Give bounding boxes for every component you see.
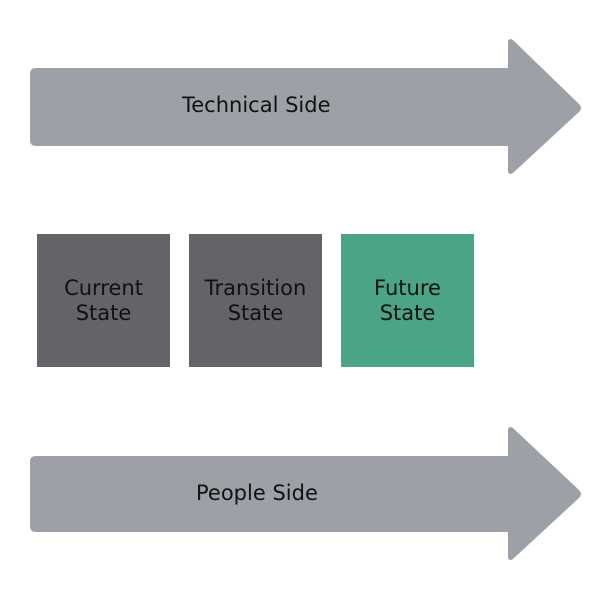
transition-state-line1: Transition	[204, 275, 307, 300]
future-state-line2: State	[379, 300, 436, 325]
transition-state-line2: State	[227, 300, 284, 325]
current-state-line2: State	[75, 300, 132, 325]
future-state-line1: Future	[374, 275, 441, 300]
technical-side-arrow-shape	[30, 39, 581, 174]
people-side-label: People Side	[196, 481, 318, 505]
technical-side-arrow: Technical Side	[0, 38, 601, 188]
transition-state-box: Transition State	[189, 234, 322, 367]
current-state-line1: Current	[64, 275, 143, 300]
people-side-arrow: People Side	[0, 424, 601, 574]
future-state-box: Future State	[341, 234, 474, 367]
current-state-box: Current State	[37, 234, 170, 367]
technical-side-label: Technical Side	[182, 93, 331, 117]
people-side-arrow-shape	[30, 427, 581, 560]
